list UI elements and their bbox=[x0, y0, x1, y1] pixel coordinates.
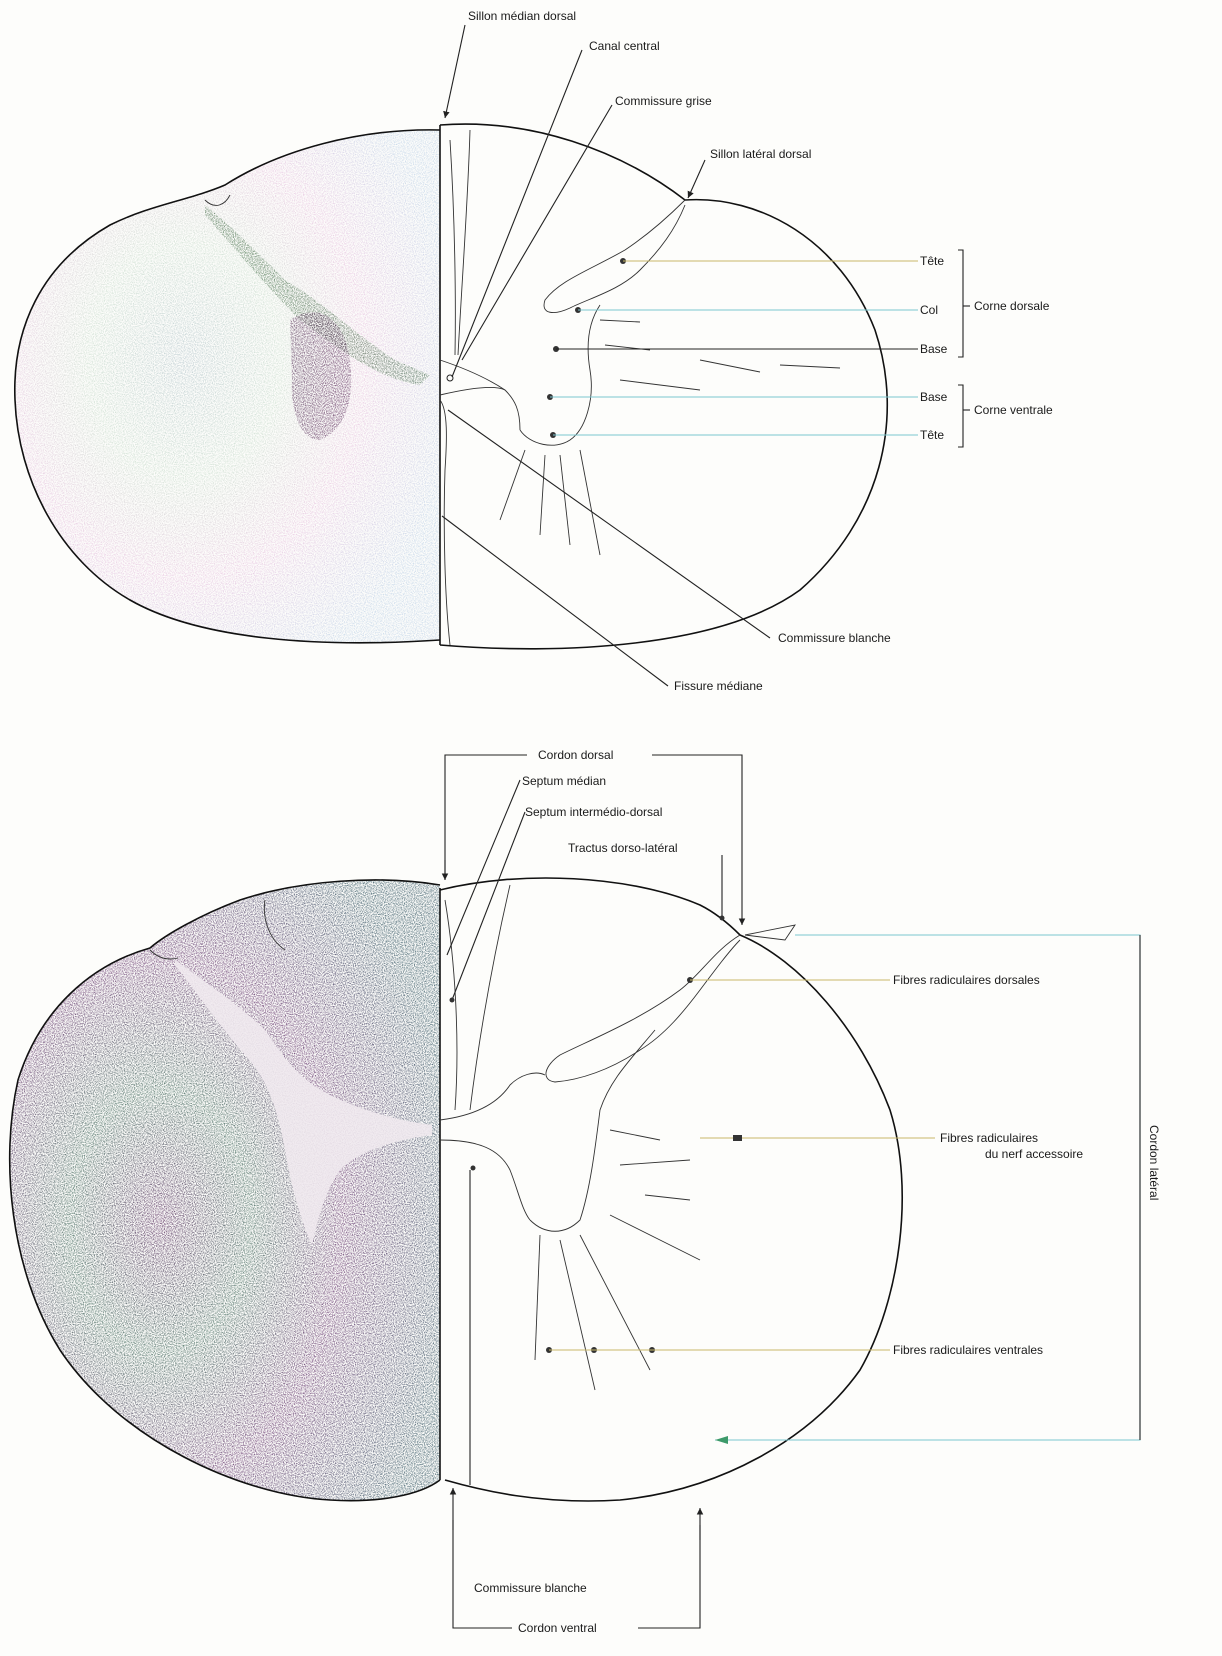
label-corne-dorsale: Corne dorsale bbox=[974, 299, 1050, 313]
label-tete-dorsal: Tête bbox=[920, 254, 944, 268]
label-cordon-lateral: Cordon latéral bbox=[1147, 1125, 1161, 1200]
label-cordon-dorsal: Cordon dorsal bbox=[538, 748, 613, 762]
label-cordon-ventral: Cordon ventral bbox=[518, 1621, 597, 1635]
label-sillon-median-dorsal: Sillon médian dorsal bbox=[468, 9, 576, 23]
label-septum-median: Septum médian bbox=[522, 774, 606, 788]
bottom-labels: Cordon dorsal Septum médian Septum inter… bbox=[474, 748, 1161, 1635]
label-canal-central: Canal central bbox=[589, 39, 660, 53]
label-commissure-blanche-top: Commissure blanche bbox=[778, 631, 891, 645]
label-commissure-grise: Commissure grise bbox=[615, 94, 712, 108]
label-commissure-blanche-bottom: Commissure blanche bbox=[474, 1581, 587, 1595]
bottom-schematic-half bbox=[440, 878, 902, 1501]
label-fibres-radiculaires-accessoire-1: Fibres radiculaires bbox=[940, 1131, 1038, 1145]
label-septum-intermedio-dorsal: Septum intermédio-dorsal bbox=[525, 805, 662, 819]
top-leaders bbox=[442, 25, 970, 686]
bottom-leaders bbox=[445, 755, 1140, 1628]
label-tractus-dorso-lateral: Tractus dorso-latéral bbox=[568, 841, 678, 855]
top-stained-half bbox=[15, 130, 440, 643]
label-corne-ventrale: Corne ventrale bbox=[974, 403, 1053, 417]
top-figure: Sillon médian dorsal Canal central Commi… bbox=[15, 9, 1053, 693]
top-schematic-half bbox=[440, 124, 887, 649]
label-fissure-mediane: Fissure médiane bbox=[674, 679, 763, 693]
bottom-stained-half bbox=[10, 880, 440, 1501]
label-base-ventral: Base bbox=[920, 390, 948, 404]
label-tete-ventral: Tête bbox=[920, 428, 944, 442]
label-base-dorsal: Base bbox=[920, 342, 948, 356]
bottom-figure: Cordon dorsal Septum médian Septum inter… bbox=[10, 748, 1161, 1635]
label-fibres-radiculaires-accessoire-2: du nerf accessoire bbox=[985, 1147, 1083, 1161]
label-sillon-lateral-dorsal: Sillon latéral dorsal bbox=[710, 147, 811, 161]
label-fibres-radiculaires-ventrales: Fibres radiculaires ventrales bbox=[893, 1343, 1043, 1357]
label-fibres-radiculaires-dorsales: Fibres radiculaires dorsales bbox=[893, 973, 1040, 987]
label-col: Col bbox=[920, 303, 938, 317]
